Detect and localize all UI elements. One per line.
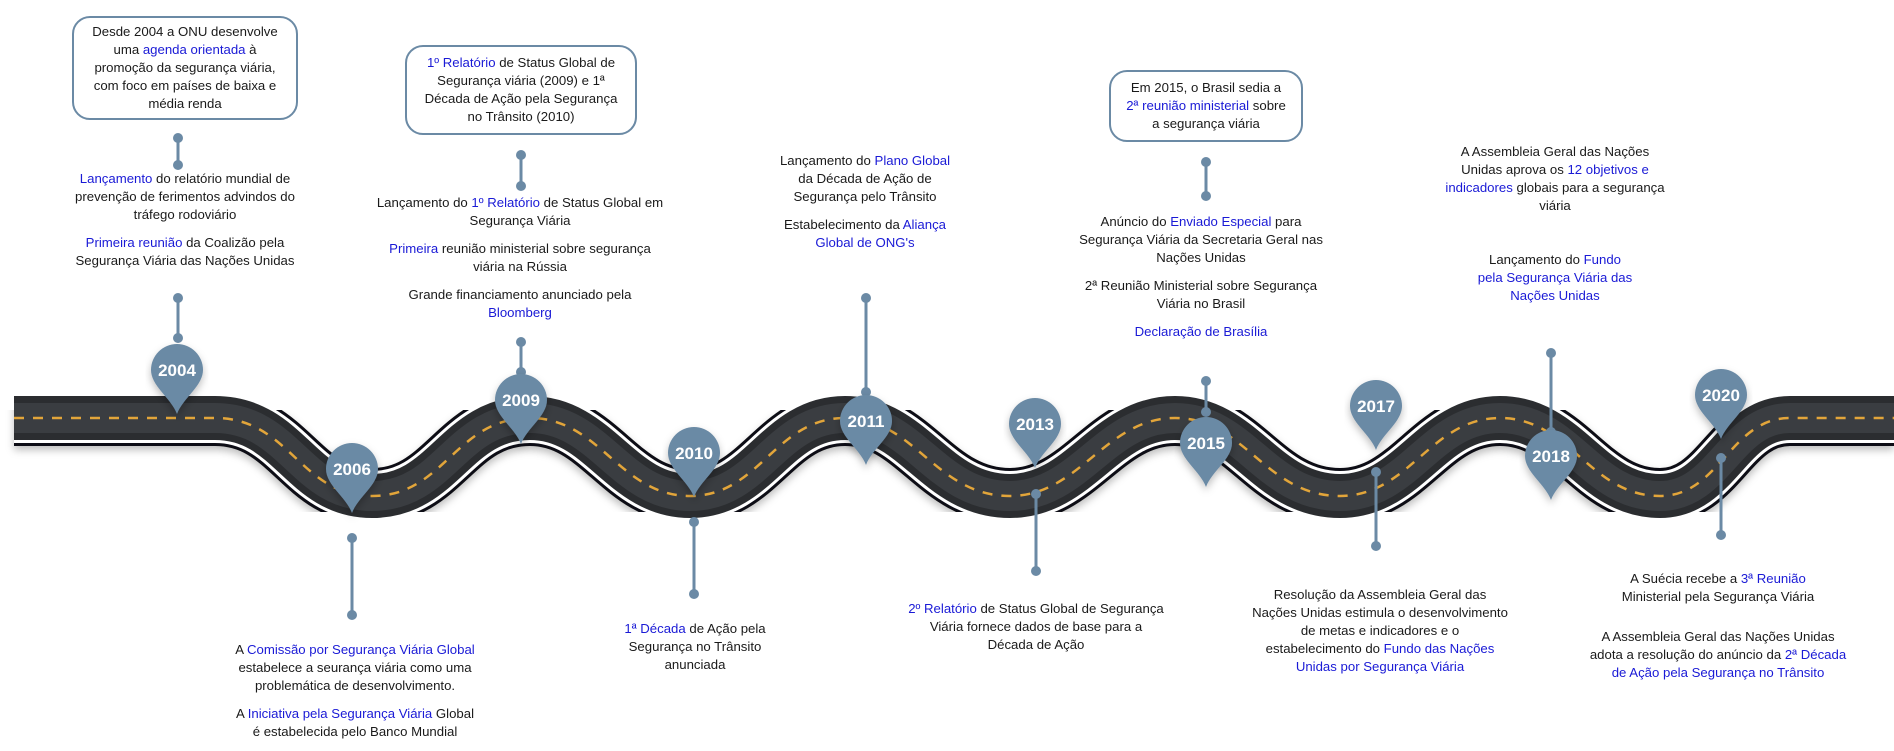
pin-2011 bbox=[840, 395, 892, 465]
event-2009-meeting: Primeira reunião ministerial sobre segur… bbox=[389, 241, 651, 274]
event-2011-alliance: Estabelecimento da Aliança Global de ONG… bbox=[783, 217, 947, 250]
stem-2017-dot bbox=[1371, 467, 1381, 477]
stem-2004-lower-end bbox=[173, 333, 183, 343]
event-2009-report: Lançamento do 1º Relatório de Status Glo… bbox=[376, 195, 664, 228]
year-label-2011: 2011 bbox=[847, 412, 885, 431]
stem-2009-upper-dot bbox=[516, 150, 526, 160]
winding-road bbox=[14, 389, 1894, 525]
pin-2020 bbox=[1695, 369, 1747, 439]
stem-2015-upper-end bbox=[1201, 191, 1211, 201]
events-2011: Lançamento do Plano Global da Década de … bbox=[775, 152, 955, 262]
year-label-2015: 2015 bbox=[1187, 434, 1225, 453]
event-2006-commission: A Comissão por Segurança Viária Global e… bbox=[235, 642, 475, 693]
year-label-2010: 2010 bbox=[675, 444, 713, 463]
events-2006: A Comissão por Segurança Viária Global e… bbox=[235, 641, 475, 751]
stem-2013-end bbox=[1031, 566, 1041, 576]
stem-2020-end bbox=[1716, 530, 1726, 540]
stem-2009-lower-dot bbox=[516, 337, 526, 347]
event-2010-decade: 1ª Década de Ação pela Segurança no Trân… bbox=[624, 621, 766, 672]
events-2017: Resolução da Assembleia Geral das Nações… bbox=[1252, 586, 1508, 686]
callout-2015: Em 2015, o Brasil sedia a 2ª reunião min… bbox=[1109, 70, 1303, 142]
events-2009: Lançamento do 1º Relatório de Status Glo… bbox=[375, 194, 665, 332]
stem-2015-lower-end bbox=[1201, 407, 1211, 417]
event-2020-meeting: A Suécia recebe a 3ª Reunião Ministerial… bbox=[1621, 571, 1815, 604]
event-2018-objectives: A Assembleia Geral das Nações Unidas apr… bbox=[1445, 144, 1665, 213]
event-2004-coalition: Primeira reunião da Coalizão pela Segura… bbox=[75, 235, 295, 268]
connector-stems bbox=[173, 133, 1726, 620]
stem-2004-lower-dot bbox=[173, 293, 183, 303]
stem-2017-end bbox=[1371, 541, 1381, 551]
stem-2006-end bbox=[347, 610, 357, 620]
stem-2010-end bbox=[689, 589, 699, 599]
year-label-2020: 2020 bbox=[1702, 386, 1740, 405]
event-2018-fund: Lançamento do Fundo pela Segurança Viári… bbox=[1477, 252, 1633, 303]
callout-2004: Desde 2004 a ONU desenvolve uma agenda o… bbox=[72, 16, 298, 120]
pin-2013 bbox=[1009, 398, 1061, 468]
year-label-2013: 2013 bbox=[1016, 415, 1054, 434]
events-2010: 1ª Década de Ação pela Segurança no Trân… bbox=[615, 620, 775, 684]
event-2011-plan: Lançamento do Plano Global da Década de … bbox=[779, 153, 951, 204]
callout-2009: 1º Relatório de Status Global de Seguran… bbox=[405, 45, 637, 135]
event-2015-declaration: Declaração de Brasília bbox=[1134, 324, 1268, 339]
stem-2015-upper-dot bbox=[1201, 157, 1211, 167]
stem-2011-end bbox=[861, 387, 871, 397]
year-markers bbox=[151, 344, 1747, 513]
stem-2006-dot bbox=[347, 533, 357, 543]
pin-2004 bbox=[151, 344, 203, 414]
pin-2015 bbox=[1180, 417, 1232, 487]
stem-2009-upper-end bbox=[516, 181, 526, 191]
lane-marking bbox=[14, 416, 1894, 498]
year-label-2009: 2009 bbox=[502, 391, 540, 410]
pin-2010 bbox=[668, 427, 720, 497]
pin-2009 bbox=[495, 374, 547, 444]
year-label-2017: 2017 bbox=[1357, 397, 1395, 416]
stem-2015-lower-dot bbox=[1201, 376, 1211, 386]
stem-2011-dot bbox=[861, 293, 871, 303]
event-2015-meeting: 2ª Reunião Ministerial sobre Segurança V… bbox=[1084, 278, 1318, 311]
event-2015-envoy: Anúncio do Enviado Especial para Seguran… bbox=[1079, 214, 1323, 265]
event-2009-funding: Grande financiamento anunciado pela Bloo… bbox=[408, 287, 632, 320]
events-2018: A Assembleia Geral das Nações Unidas apr… bbox=[1443, 143, 1667, 315]
stem-2020-dot bbox=[1716, 453, 1726, 463]
events-2015: Anúncio do Enviado Especial para Seguran… bbox=[1075, 213, 1327, 351]
event-2006-initiative: A Iniciativa pela Segurança Viária Globa… bbox=[235, 706, 475, 739]
year-label-2004: 2004 bbox=[158, 361, 196, 380]
stem-2004-upper-dot bbox=[173, 133, 183, 143]
events-2013: 2º Relatório de Status Global de Seguran… bbox=[908, 600, 1164, 664]
pin-2018 bbox=[1525, 430, 1577, 500]
event-2013-report: 2º Relatório de Status Global de Seguran… bbox=[908, 601, 1164, 652]
events-2020: A Suécia recebe a 3ª Reunião Ministerial… bbox=[1588, 570, 1848, 692]
stem-2018-dot bbox=[1546, 348, 1556, 358]
event-2017-resolution: Resolução da Assembleia Geral das Nações… bbox=[1252, 587, 1508, 674]
year-label-2018: 2018 bbox=[1532, 447, 1570, 466]
stem-2010-dot bbox=[689, 517, 699, 527]
stem-2013-dot bbox=[1031, 489, 1041, 499]
event-2004-report: Lançamento do relatório mundial de preve… bbox=[75, 171, 295, 222]
event-2020-decade: A Assembleia Geral das Nações Unidas ado… bbox=[1589, 629, 1847, 680]
year-label-2006: 2006 bbox=[333, 460, 371, 479]
pin-2006 bbox=[326, 443, 378, 513]
stem-2004-upper-end bbox=[173, 160, 183, 170]
pin-2017 bbox=[1350, 380, 1402, 450]
events-2004: Lançamento do relatório mundial de preve… bbox=[70, 170, 300, 280]
